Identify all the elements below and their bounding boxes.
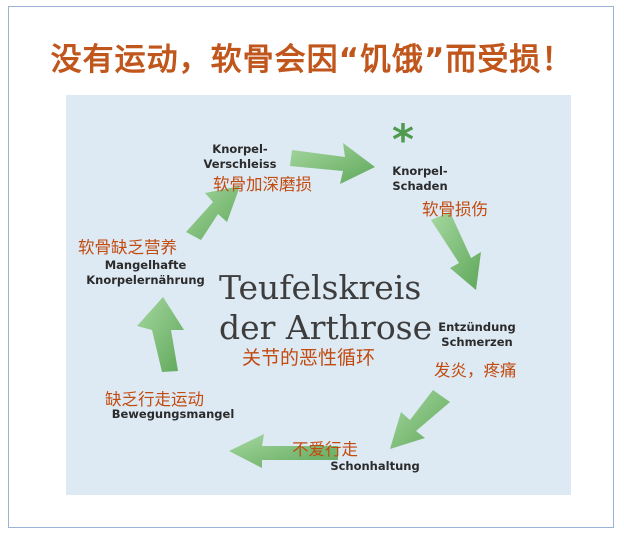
node-nutrition-de: Mangelhafte Knorpelernährung (78, 258, 213, 288)
node-inflammation-de-line2: Schmerzen (441, 335, 513, 349)
arrow-nutrition-to-wear (186, 186, 240, 240)
center-title-line2: der Arthrose (219, 308, 433, 347)
node-damage-de-line1: Knorpel- (392, 164, 448, 178)
node-wear-de-line1: Knorpel- (212, 142, 268, 156)
node-protect-de: Schonhaltung (330, 459, 420, 473)
arrow-wear-to-damage (290, 143, 375, 184)
node-nutrition-de-line2: Knorpelernährung (86, 273, 205, 287)
node-wear-de-line2: Verschleiss (203, 157, 277, 171)
node-inflammation-de-line1: Entzündung (438, 320, 516, 334)
center-title-zh: 关节的恶性循环 (242, 347, 376, 369)
node-damage-de: Knorpel- Schaden (385, 164, 455, 194)
arrow-inflammation-to-protect (390, 390, 450, 449)
arrow-lack-to-nutrition (137, 297, 184, 372)
node-protect-zh: 不爱行走 (292, 440, 358, 459)
damage-star-icon: * (392, 115, 414, 164)
node-inflammation-de: Entzündung Schmerzen (427, 320, 527, 350)
node-wear-de: Knorpel- Verschleiss (185, 142, 295, 172)
arrow-damage-to-inflammation (431, 212, 481, 290)
node-damage-de-line2: Schaden (392, 179, 448, 193)
headline: 没有运动，软骨会因“饥饿”而受损！ (50, 42, 574, 78)
node-inflammation-zh: 发炎，疼痛 (434, 361, 517, 380)
node-damage-zh: 软骨损伤 (422, 200, 488, 219)
node-lack-zh: 缺乏行走运动 (105, 390, 204, 409)
node-nutrition-de-line1: Mangelhafte (104, 258, 187, 272)
node-lack-de: Bewegungsmangel (111, 407, 235, 421)
arrow-protect-to-lack (229, 434, 338, 468)
node-wear-zh: 软骨加深磨损 (213, 175, 312, 194)
node-nutrition-zh: 软骨缺乏营养 (78, 238, 177, 257)
center-title-line1: Teufelskreis (219, 268, 422, 307)
